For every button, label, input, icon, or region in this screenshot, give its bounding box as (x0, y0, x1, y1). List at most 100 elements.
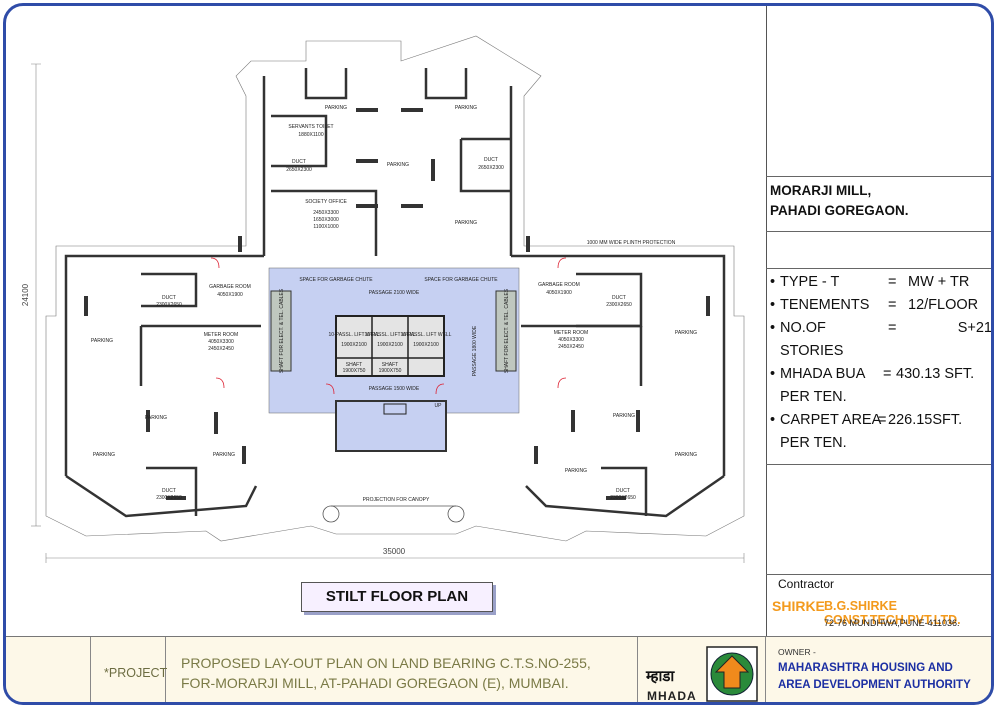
garbage-size-e: 4050X1900 (546, 290, 572, 296)
owner-label: OWNER - (778, 647, 816, 657)
canopy (322, 505, 465, 523)
duct-label-4: DUCT (612, 295, 626, 301)
spec-stories-value: S+21 (957, 320, 992, 336)
duct-size-1: 2650X2300 (286, 167, 312, 173)
parking-label-w3: PARKING (93, 452, 115, 458)
shaft-size-1: 1900X750 (343, 368, 366, 374)
owner-name: MAHARASHTRA HOUSING AND AREA DEVELOPMENT… (778, 660, 971, 694)
spec-tenements: • TENEMENTS = 12/FLOOR (770, 294, 991, 317)
divider-title-top (766, 176, 991, 177)
parking-label-e2: PARKING (613, 413, 635, 419)
garbage-size-w: 4050X1900 (217, 292, 243, 298)
parking-label-e4: PARKING (675, 452, 697, 458)
parking-label-n1: PARKING (325, 105, 347, 111)
duct-label-6: DUCT (616, 488, 630, 494)
meter-size-e2: 2450X2450 (558, 344, 584, 350)
spec-stories-cont: STORIES (780, 343, 844, 359)
bullet-icon: • (770, 412, 776, 428)
spec-stories-eq: = (888, 320, 897, 336)
spec-list: • TYPE - T = MW + TR • TENEMENTS = 12/FL… (770, 271, 992, 455)
bullet-icon: • (770, 366, 776, 382)
lift-size-3: 1900X2100 (413, 342, 439, 348)
dim-height-label: 24100 (21, 283, 30, 306)
title-block-cell-desc (166, 637, 638, 702)
columns (84, 108, 710, 500)
owner-name-line2: AREA DEVELOPMENT AUTHORITY (778, 679, 971, 691)
garbage-room-label-e: GARBAGE ROOM (538, 282, 580, 288)
duct-label-3: DUCT (162, 295, 176, 301)
society-office-label: SOCIETY OFFICE (305, 199, 347, 205)
spec-carpet: • CARPET AREA = 226.15SFT. PER TEN. (770, 409, 991, 455)
meter-room-label-w: METER ROOM (204, 332, 238, 338)
passage-2100-label: PASSAGE 2100 WIDE (369, 290, 420, 296)
project-title-line1: MORARJI MILL, (770, 183, 872, 198)
title-block-cell-empty (6, 637, 91, 702)
mhada-devanagari: म्हाडा (646, 668, 675, 685)
lift-label-2: 10-PASSL. LIFT WELL (365, 332, 416, 338)
door-swings (210, 257, 567, 395)
society-size-2: 1650X3000 (313, 217, 339, 223)
spec-type-label: TYPE - T (780, 274, 840, 290)
panel-divider (766, 6, 767, 636)
project-desc-line1: PROPOSED LAY-OUT PLAN ON LAND BEARING C.… (181, 655, 591, 671)
mhada-logo-icon (706, 646, 758, 702)
project-desc-line2: FOR-MORARJI MILL, AT-PAHADI GOREGAON (E)… (181, 675, 569, 691)
bullet-icon: • (770, 274, 776, 290)
spec-type-value: MW + TR (908, 274, 970, 290)
servants-toilet-size: 1880X1100 (298, 132, 323, 138)
dim-width-label: 35000 (383, 547, 406, 556)
parking-label-e3: PARKING (565, 468, 587, 474)
wall-lines (64, 68, 726, 518)
parking-label-w1: PARKING (91, 338, 113, 344)
duct-size-3: 2300X2650 (156, 302, 182, 308)
parking-label-w4: PARKING (213, 452, 235, 458)
lobby-area (268, 267, 520, 452)
shaft-size-2: 1900X750 (379, 368, 402, 374)
projection-label: PROJECTION FOR CANOPY (363, 497, 430, 503)
spec-carpet-eq: = (878, 412, 887, 428)
spec-stories-label: NO.OF (780, 320, 826, 336)
meter-size-w2: 2450X2450 (208, 346, 234, 352)
society-size-1: 2450X3300 (313, 210, 339, 216)
spec-carpet-label: CARPET AREA (780, 412, 882, 428)
passage-1800-label: PASSAGE 1800 WIDE (472, 325, 478, 376)
duct-label-2: DUCT (484, 157, 498, 163)
plinth-label: 1000 MM WIDE PLINTH PROTECTION (587, 240, 676, 246)
plan-title: STILT FLOOR PLAN (301, 582, 493, 612)
lift-size-1: 1900X2100 (341, 342, 367, 348)
shaft-elec-label-e: SHAFT FOR ELECT. & TEL. CABLES (504, 288, 510, 373)
shirke-logo: SHIRKE (772, 598, 825, 614)
divider-specs-top (766, 268, 991, 269)
divider-specs-bottom (766, 464, 991, 465)
meter-size-e1: 4050X3300 (558, 337, 584, 343)
parking-label-n2: PARKING (455, 105, 477, 111)
garbage-room-label-w: GARBAGE ROOM (209, 284, 251, 290)
servants-toilet-label: SERVANTS TOILET (288, 124, 333, 130)
shaft-elec-label-w: SHAFT FOR ELECT. & TEL. CABLES (279, 288, 285, 373)
project-title: MORARJI MILL, PAHADI GOREGAON. (770, 181, 909, 221)
meter-size-w1: 4050X3300 (208, 339, 234, 345)
duct-size-4: 2300X2650 (606, 302, 632, 308)
garbage-chute-label-e: SPACE FOR GARBAGE CHUTE (424, 277, 498, 283)
mhada-english: MHADA (647, 689, 697, 703)
title-block (6, 636, 991, 702)
society-size-3: 1100X1000 (313, 224, 338, 230)
lift-label-1: 10-PASSL. LIFT WELL (329, 332, 380, 338)
lift-size-2: 1900X2100 (377, 342, 403, 348)
title-block-cell-logo (638, 637, 766, 702)
plinth-outline (45, 35, 745, 542)
spec-tenements-eq: = (888, 297, 897, 313)
contractor-address: 72-76 MUNDHWA,PUNE-411036. (824, 618, 960, 628)
duct-label-5: DUCT (162, 488, 176, 494)
stair-up-label: UP (435, 403, 443, 409)
project-label: *PROJECT (104, 666, 168, 680)
passage-1500-label: PASSAGE 1500 WIDE (369, 386, 420, 392)
spec-bua: • MHADA BUA = 430.13 SFT. PER TEN. (770, 363, 991, 409)
floor-plan-drawing: 35000 24100 (21, 35, 745, 563)
shaft-label-1: SHAFT (346, 362, 362, 368)
contractor-label: Contractor (778, 577, 835, 591)
bullet-icon: • (770, 297, 776, 313)
spec-bua-cont: PER TEN. (780, 389, 847, 405)
duct-label-1: DUCT (292, 159, 306, 165)
floor-plan: 35000 24100 (6, 6, 766, 634)
